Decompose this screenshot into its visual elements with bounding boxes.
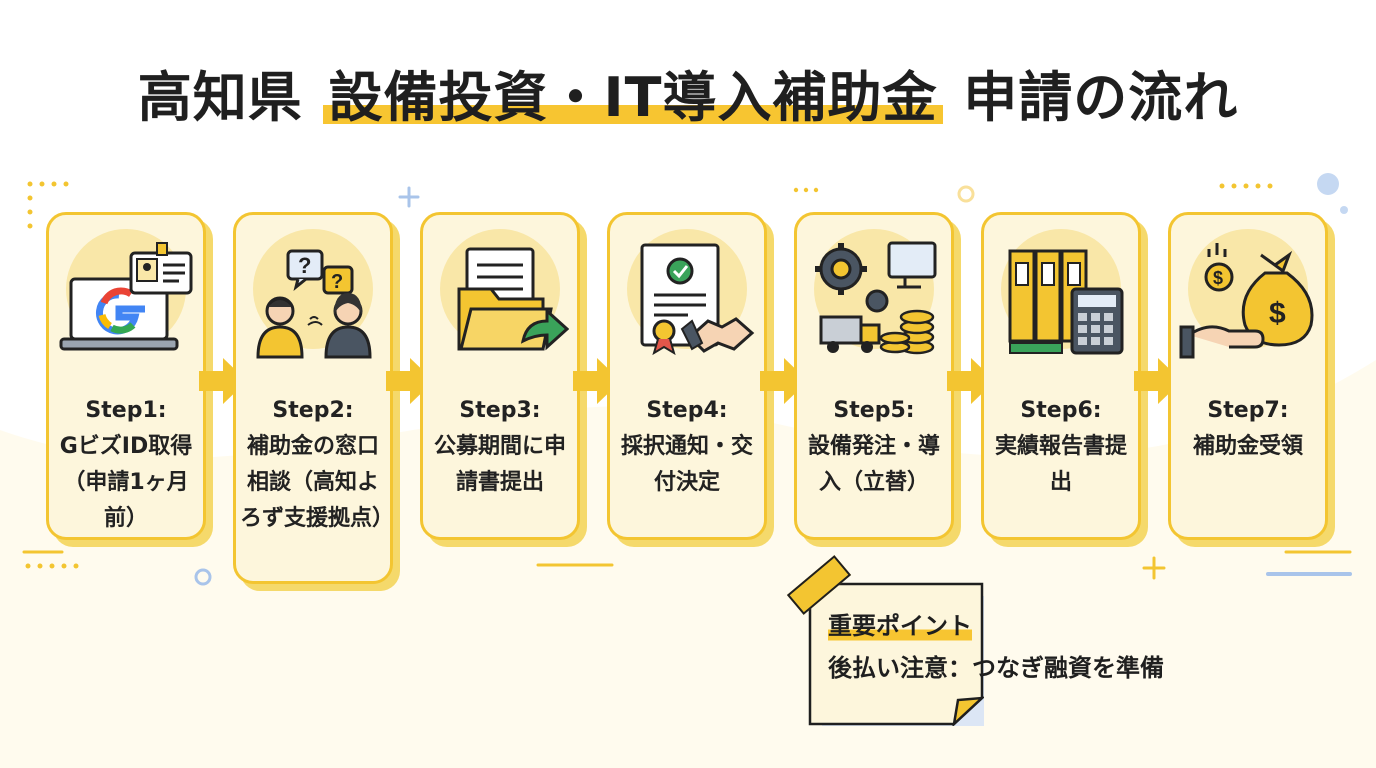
page-title: 高知県 設備投資・IT導入補助金 申請の流れ bbox=[0, 58, 1376, 138]
gears-monitor-truck-coins-icon bbox=[805, 225, 943, 365]
step-card-2: ? ? Step2: 補助金の窓口相談（高知よろず支援拠点） bbox=[233, 212, 395, 584]
certificate-handshake-icon bbox=[618, 225, 756, 365]
decoration-lines-right bbox=[1266, 550, 1352, 576]
step-label-4: Step4: 採択通知・交付決定 bbox=[620, 398, 753, 495]
step-card-5: Step5: 設備発注・導入（立替） bbox=[794, 212, 954, 540]
step-label-1: Step1: GビズID取得（申請1ヶ月前） bbox=[59, 398, 193, 531]
step-card-1: Step1: GビズID取得（申請1ヶ月前） bbox=[46, 212, 206, 540]
decoration-dots-top bbox=[793, 187, 819, 193]
decoration-plus-yellow bbox=[1142, 556, 1166, 580]
step-label-5: Step5: 設備発注・導入（立替） bbox=[807, 398, 940, 495]
document-folder-icon bbox=[431, 225, 569, 365]
svg-text:$: $ bbox=[1269, 297, 1286, 330]
title-highlight: 設備投資・IT導入補助金 bbox=[322, 66, 944, 129]
decoration-bubbles-right bbox=[1219, 173, 1348, 214]
svg-text:?: ? bbox=[331, 271, 343, 293]
title-prefix: 高知県 bbox=[137, 66, 323, 129]
decoration-lines-left bbox=[22, 550, 79, 569]
decoration-line-mid bbox=[536, 563, 614, 567]
binders-calculator-icon bbox=[992, 225, 1130, 365]
decoration-ring-small bbox=[194, 568, 212, 586]
svg-text:?: ? bbox=[298, 253, 311, 278]
note-text: 後払い注意：つなぎ融資を準備 bbox=[828, 654, 1164, 682]
step-label-3: Step3: 公募期間に申請書提出 bbox=[433, 398, 566, 495]
decoration-plus bbox=[398, 186, 420, 208]
step-card-6: Step6: 実績報告書提出 bbox=[981, 212, 1141, 540]
note-heading: 重要ポイント bbox=[828, 608, 972, 644]
title-suffix: 申請の流れ bbox=[943, 66, 1239, 129]
consultation-people-icon: ? ? bbox=[244, 225, 382, 365]
svg-text:$: $ bbox=[1213, 268, 1223, 288]
decoration-ring bbox=[957, 185, 975, 203]
step-label-7: Step7: 補助金受領 bbox=[1192, 398, 1303, 459]
step-card-3: Step3: 公募期間に申請書提出 bbox=[420, 212, 580, 540]
step-card-4: Step4: 採択通知・交付決定 bbox=[607, 212, 767, 540]
money-bag-hand-icon: $ $ bbox=[1179, 225, 1317, 365]
step-label-2: Step2: 補助金の窓口相談（高知よろず支援拠点） bbox=[240, 398, 395, 531]
step-label-6: Step6: 実績報告書提出 bbox=[994, 398, 1127, 495]
decoration-dots-left bbox=[27, 181, 69, 229]
laptop-id-card-icon bbox=[57, 225, 195, 365]
step-card-7: $ $ Step7: 補助金受領 bbox=[1168, 212, 1328, 540]
